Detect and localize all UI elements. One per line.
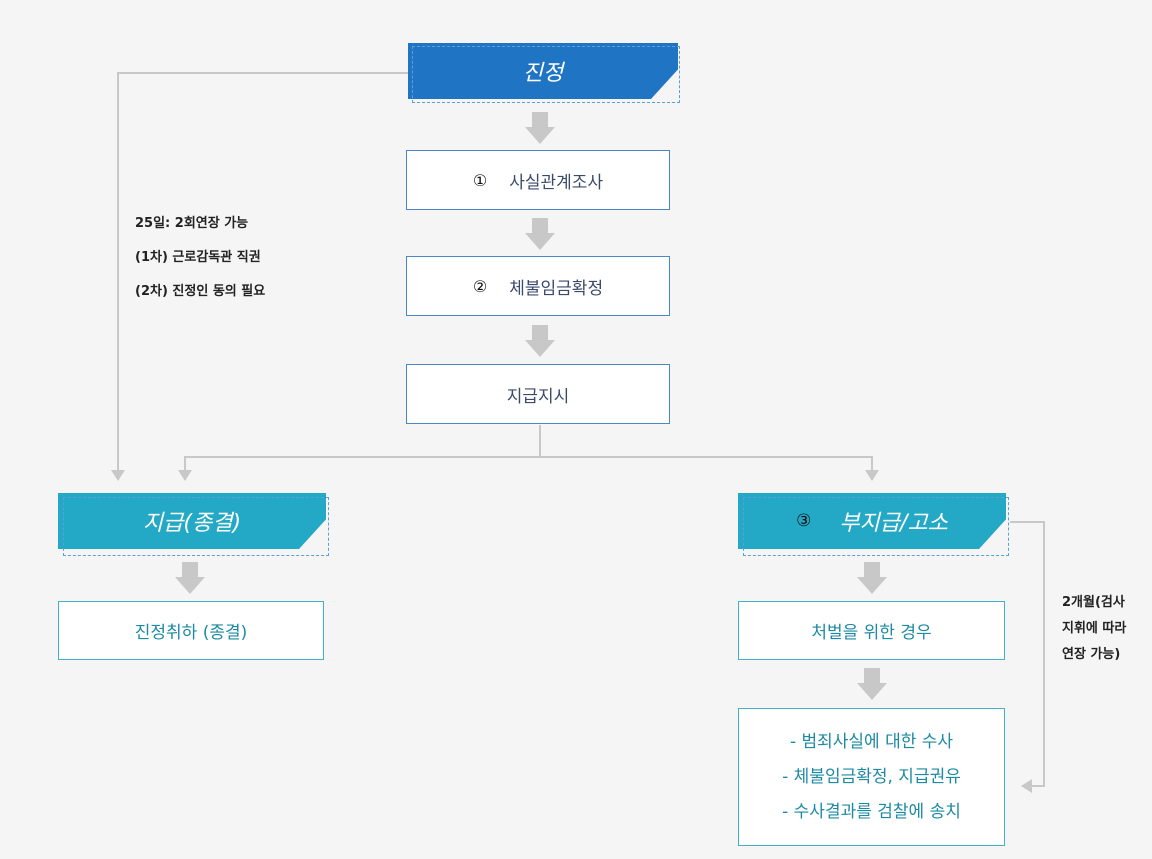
connector-branch: [184, 456, 873, 472]
payment-order-box: 지급지시: [406, 364, 670, 424]
step-number: ③: [796, 511, 812, 531]
nonpayment-complaint-banner: ③ 부지급/고소: [738, 493, 1006, 549]
note-line: 25일: 2회연장 가능: [135, 216, 249, 231]
step-number: ①: [472, 170, 488, 190]
arrowhead-branch-right: [865, 470, 879, 481]
note-line: 연장 가능): [1062, 647, 1121, 662]
petition-withdrawal-box: 진정취하 (종결): [58, 601, 324, 660]
note-line: (1차) 근로감독관 직권: [135, 250, 261, 265]
down-arrow: [175, 562, 205, 594]
investigation-item: - 수사결과를 검찰에 송치: [782, 801, 961, 822]
down-arrow: [525, 325, 555, 357]
payment-order-label: 지급지시: [506, 386, 570, 407]
nonpayment-complaint-outline: [743, 497, 1009, 556]
petition-withdrawal-label: 진정취하 (종결): [134, 623, 248, 643]
extension-note-right: 2개월(검사 지휘에 따라 연장 가능): [1062, 590, 1126, 668]
payment-closure-label: 지급(종결): [142, 511, 242, 536]
investigation-item: - 범죄사실에 대한 수사: [789, 731, 954, 752]
arrowhead-side-return: [1021, 779, 1032, 793]
investigation-items-box: - 범죄사실에 대한 수사 - 체불임금확정, 지급권유 - 수사결과를 검찰에…: [738, 708, 1005, 846]
arrowhead-branch-left: [178, 470, 192, 481]
extension-note-left: 25일: 2회연장 가능 (1차) 근로감독관 직권 (2차) 진정인 동의 필…: [135, 207, 265, 309]
payment-closure-outline: [63, 497, 329, 556]
petition-banner-outline: [412, 46, 680, 103]
petition-banner: 진정: [408, 43, 678, 99]
punishment-case-box: 처벌을 위한 경우: [738, 601, 1005, 660]
nonpayment-complaint-label: 부지급/고소: [839, 511, 948, 536]
wage-confirmation-label: 체불임금확정: [509, 278, 604, 299]
connector-complaint-to-investigation: [1010, 521, 1045, 787]
down-arrow: [857, 562, 887, 594]
fact-investigation-label: 사실관계조사: [509, 172, 604, 193]
down-arrow: [525, 112, 555, 144]
fact-investigation-box: ① 사실관계조사: [406, 150, 670, 210]
note-line: 지휘에 따라: [1062, 621, 1127, 636]
wage-confirmation-box: ② 체불임금확정: [406, 256, 670, 316]
petition-label: 진정: [522, 61, 564, 86]
payment-closure-banner: 지급(종결): [58, 493, 326, 549]
note-line: (2차) 진정인 동의 필요: [135, 284, 266, 299]
note-line: 2개월(검사: [1062, 595, 1125, 610]
connector-petition-to-closure: [117, 72, 408, 472]
arrowhead-left-vertical: [111, 470, 125, 481]
step-number: ②: [472, 276, 488, 296]
investigation-item: - 체불임금확정, 지급권유: [782, 766, 961, 787]
punishment-case-label: 처벌을 위한 경우: [811, 623, 932, 643]
down-arrow: [857, 668, 887, 700]
down-arrow: [525, 218, 555, 250]
